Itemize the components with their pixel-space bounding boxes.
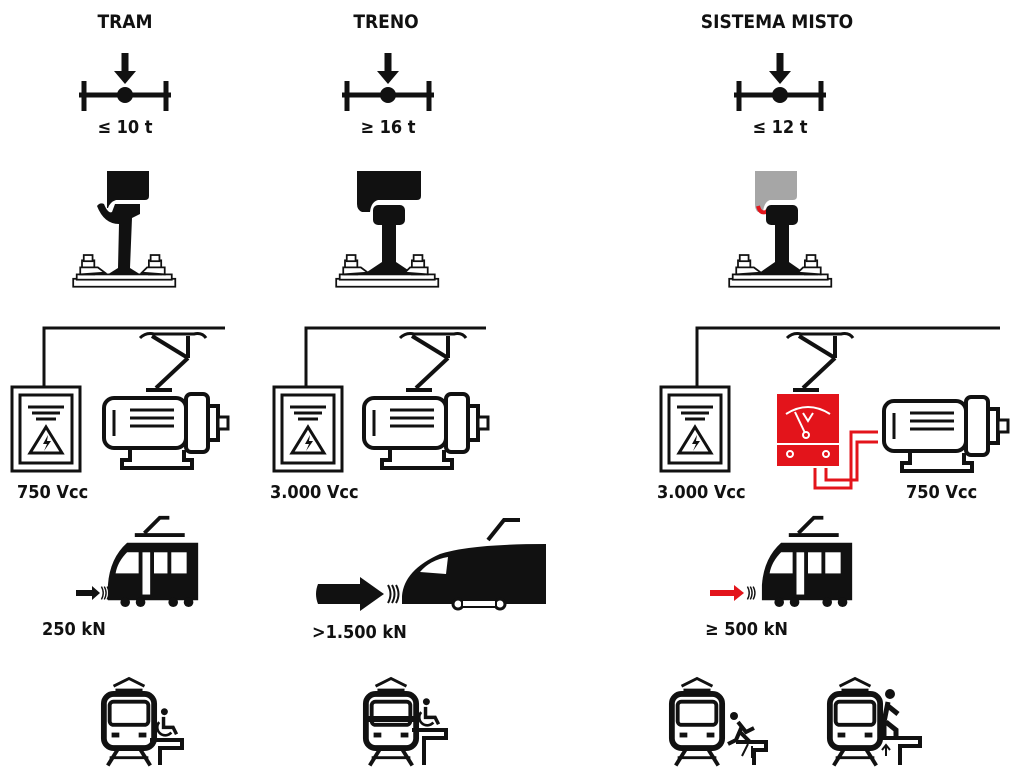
substation-icon [659, 385, 731, 473]
low-platform [150, 738, 184, 765]
tram-front-icon [672, 678, 722, 765]
column-title-tram: TRAM [97, 11, 152, 33]
platform-gap [736, 740, 768, 765]
buffer-icon [386, 583, 400, 605]
grooved-rail-icon [72, 171, 177, 288]
mixed-rail-icon [728, 171, 833, 288]
overhead-wire [42, 326, 225, 386]
column-title-treno: TRENO [353, 11, 418, 33]
buffer-force-label: 250 kN [42, 619, 106, 640]
train-front-band [368, 716, 414, 722]
wheelchair-icon [155, 708, 179, 738]
person-stepping-icon [881, 689, 900, 756]
buffer-force-label: ≥ 500 kN [705, 619, 788, 640]
pantograph-icon [785, 331, 855, 392]
pantograph-icon [398, 331, 468, 392]
force-arrow-icon [316, 577, 384, 611]
motor-icon [362, 392, 490, 470]
tram-front-icon [830, 678, 880, 765]
voltage-label: 3.000 Vcc [657, 482, 746, 503]
person-falling-icon [727, 712, 755, 758]
substation-icon [10, 385, 82, 473]
high-speed-train-icon [402, 518, 546, 611]
platform-level [880, 736, 922, 765]
voltage-converter-icon [777, 394, 878, 490]
axle-load-icon [79, 53, 171, 111]
high-platform [412, 728, 448, 765]
tram-front-icon [104, 678, 154, 765]
tram-icon [105, 515, 201, 610]
axle-load-label: ≤ 12 t [752, 117, 807, 138]
buffer-icon [100, 585, 110, 601]
motor-icon [882, 395, 1010, 473]
vignole-rail-icon [335, 171, 440, 288]
axle-load-label: ≤ 10 t [97, 117, 152, 138]
overhead-wire [695, 326, 1000, 386]
voltage-label: 3.000 Vcc [270, 482, 359, 503]
buffer-icon [746, 585, 756, 601]
column-title-sistema-misto: SISTEMA MISTO [701, 11, 853, 33]
voltage-label: 750 Vcc [17, 482, 88, 503]
force-arrow-icon [710, 585, 744, 601]
buffer-force-label: >1.500 kN [312, 622, 407, 643]
pantograph-icon [138, 331, 208, 392]
axle-load-icon [734, 53, 826, 111]
motor-voltage-label: 750 Vcc [906, 482, 977, 503]
substation-icon [272, 385, 344, 473]
motor-icon [102, 392, 230, 470]
force-arrow-icon [76, 586, 100, 600]
axle-load-icon [342, 53, 434, 111]
tram-icon [759, 515, 855, 610]
wheelchair-icon [417, 698, 441, 728]
axle-load-label: ≥ 16 t [360, 117, 415, 138]
overhead-wire [304, 326, 486, 386]
